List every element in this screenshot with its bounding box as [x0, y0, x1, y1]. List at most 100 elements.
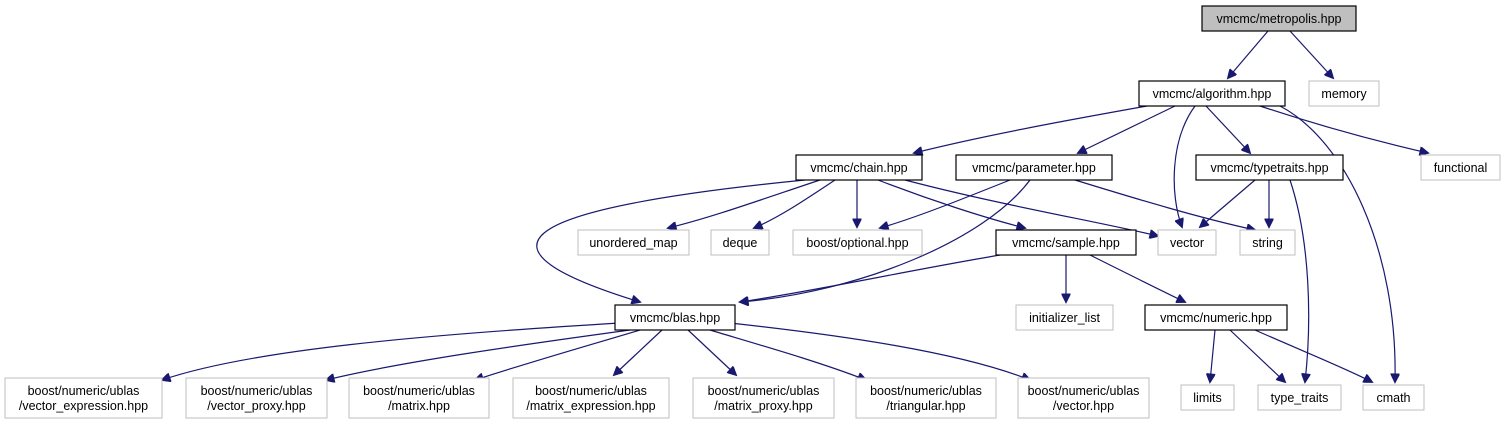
node-label: boost/optional.hpp — [806, 236, 908, 250]
node-label: vmcmc/typetraits.hpp — [1210, 161, 1328, 175]
node-label: boost/numeric/ublas — [201, 384, 313, 398]
node-sample[interactable]: vmcmc/sample.hpp — [995, 229, 1137, 256]
node-label: deque — [723, 236, 758, 250]
node-box — [795, 154, 923, 181]
node-box — [1138, 80, 1286, 107]
node-box — [710, 229, 770, 256]
node-box — [1308, 80, 1380, 107]
node-box — [512, 377, 670, 419]
node-chain[interactable]: vmcmc/chain.hpp — [795, 154, 923, 181]
node-ublas-vector-expression: boost/numeric/ublas/vector_expression.hp… — [4, 377, 163, 419]
node-parameter[interactable]: vmcmc/parameter.hpp — [955, 154, 1113, 181]
node-box — [1017, 377, 1150, 419]
edge-algorithm-to-typetraits — [1205, 105, 1250, 153]
node-blas[interactable]: vmcmc/blas.hpp — [614, 304, 736, 331]
node-type-traits: type_traits — [1257, 384, 1342, 411]
edge-blas-to-ublas_matrix_proxy — [687, 329, 736, 375]
node-label: /vector.hpp — [1053, 399, 1114, 413]
node-metropolis[interactable]: vmcmc/metropolis.hpp — [1201, 5, 1357, 32]
node-label: /vector_expression.hpp — [19, 399, 148, 413]
edge-chain-to-sample — [877, 179, 1025, 228]
edge-sample-to-blas — [740, 254, 1001, 302]
node-label: boost/numeric/ublas — [1028, 384, 1140, 398]
node-memory: memory — [1308, 80, 1380, 107]
node-label: vmcmc/metropolis.hpp — [1216, 12, 1341, 26]
node-label: string — [1252, 236, 1283, 250]
edge-algorithm-to-cmath — [1279, 105, 1395, 382]
node-functional: functional — [1420, 154, 1501, 181]
edge-chain-to-blas — [536, 179, 806, 302]
edges-layer — [162, 30, 1428, 382]
node-label: /matrix.hpp — [388, 399, 450, 413]
edge-chain-to-unordered_map — [668, 179, 821, 228]
node-string: string — [1239, 229, 1296, 256]
node-box — [348, 377, 490, 419]
node-typetraits[interactable]: vmcmc/typetraits.hpp — [1195, 154, 1344, 181]
nodes-layer: vmcmc/metropolis.hpp vmcmc/algorithm.hpp m… — [4, 5, 1501, 419]
node-unordered-map: unordered_map — [577, 229, 690, 256]
node-label: boost/numeric/ublas — [708, 384, 820, 398]
node-box — [614, 304, 736, 331]
node-boost-optional: boost/optional.hpp — [792, 229, 923, 256]
edge-numeric-to-limits — [1210, 329, 1216, 382]
node-box — [1144, 304, 1288, 331]
edge-blas-to-ublas_vector_expression — [162, 322, 621, 380]
edge-parameter-to-blas — [740, 179, 1031, 302]
node-label: vmcmc/parameter.hpp — [972, 161, 1096, 175]
node-box — [185, 377, 328, 419]
edge-blas-to-ublas_matrix — [475, 329, 641, 380]
edge-typetraits-to-vector — [1200, 179, 1256, 227]
edge-sample-to-numeric — [1089, 254, 1185, 302]
node-vector: vector — [1157, 229, 1217, 256]
node-numeric[interactable]: vmcmc/numeric.hpp — [1144, 304, 1288, 331]
edge-chain-to-deque — [754, 179, 836, 228]
node-ublas-vector: boost/numeric/ublas/vector.hpp — [1017, 377, 1150, 419]
node-label: /matrix_expression.hpp — [526, 399, 655, 413]
edge-blas-to-ublas_triangular — [709, 329, 866, 380]
node-box — [792, 229, 923, 256]
node-ublas-matrix: boost/numeric/ublas/matrix.hpp — [348, 377, 490, 419]
edge-numeric-to-type_traits — [1229, 329, 1285, 382]
node-box — [855, 377, 997, 419]
node-label: vmcmc/numeric.hpp — [1160, 311, 1272, 325]
node-box — [1420, 154, 1501, 181]
edge-chain-to-vector — [904, 179, 1158, 236]
node-algorithm[interactable]: vmcmc/algorithm.hpp — [1138, 80, 1286, 107]
node-label: limits — [1193, 391, 1221, 405]
edge-algorithm-to-functional — [1259, 105, 1428, 153]
node-box — [995, 229, 1137, 256]
edge-typetraits-to-type_traits — [1289, 179, 1309, 382]
node-box — [1257, 384, 1342, 411]
node-label: vmcmc/blas.hpp — [630, 311, 720, 325]
node-box — [4, 377, 163, 419]
node-label: /vector_proxy.hpp — [207, 399, 305, 413]
node-label: memory — [1321, 87, 1367, 101]
node-box — [1201, 5, 1357, 32]
node-label: boost/numeric/ublas — [870, 384, 982, 398]
node-box — [955, 154, 1113, 181]
node-deque: deque — [710, 229, 770, 256]
node-box — [1015, 304, 1114, 331]
node-ublas-triangular: boost/numeric/ublas/triangular.hpp — [855, 377, 997, 419]
edge-blas-to-ublas_vector — [729, 322, 1030, 380]
node-label: type_traits — [1271, 391, 1329, 405]
edge-numeric-to-cmath — [1254, 329, 1372, 382]
node-label: initializer_list — [1029, 311, 1100, 325]
edge-algorithm-to-parameter — [1078, 105, 1176, 153]
node-label: unordered_map — [589, 236, 677, 250]
edge-blas-to-ublas_vector_proxy — [326, 329, 631, 380]
node-label: /triangular.hpp — [886, 399, 965, 413]
node-initializer-list: initializer_list — [1015, 304, 1114, 331]
node-box — [1195, 154, 1344, 181]
edge-metropolis-to-algorithm — [1228, 30, 1269, 78]
node-label: functional — [1434, 161, 1488, 175]
node-box — [1362, 384, 1425, 411]
node-limits: limits — [1180, 384, 1235, 411]
node-ublas-matrix-proxy: boost/numeric/ublas/matrix_proxy.hpp — [692, 377, 835, 419]
edge-metropolis-to-memory — [1289, 30, 1333, 78]
node-label: boost/numeric/ublas — [535, 384, 647, 398]
edge-algorithm-to-vector — [1173, 105, 1196, 227]
node-cmath: cmath — [1362, 384, 1425, 411]
edge-parameter-to-string — [1074, 179, 1255, 230]
